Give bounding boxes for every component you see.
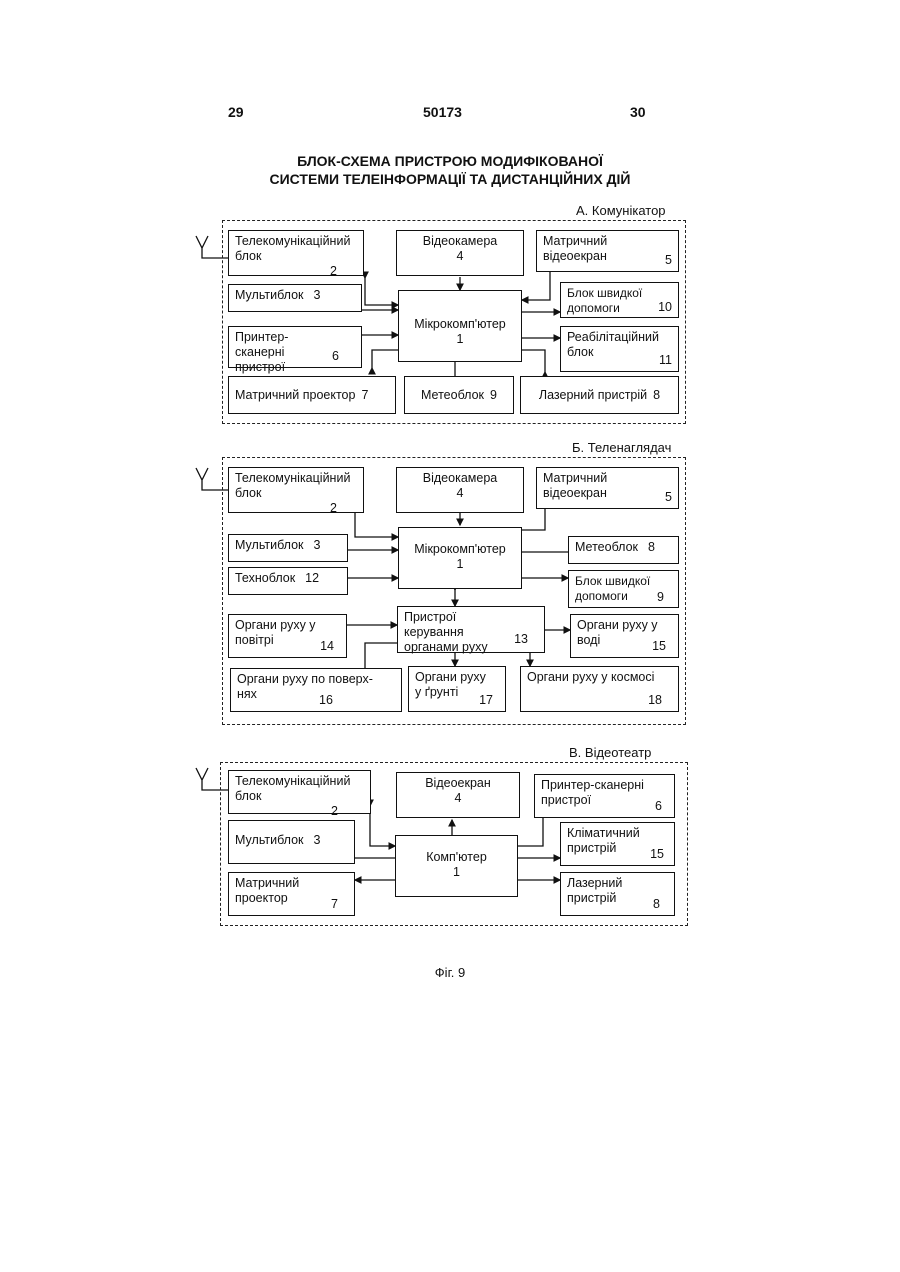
block-label: Принтер-сканерні пристрої (541, 778, 668, 808)
section-b-label: Б. Теленаглядач (570, 440, 673, 455)
block-number: 8 (648, 540, 655, 555)
block-label: Мультиблок (235, 538, 304, 552)
motion-control-block: Пристрої керування органами руху 13 (397, 606, 545, 653)
block-number: 5 (665, 253, 672, 268)
block-label: Комп'ютер (402, 850, 511, 865)
climate-device-block: Кліматичний пристрій 15 (560, 822, 675, 866)
block-label: Матричний відеоекран (543, 471, 672, 501)
laser-device-block: Лазерний пристрій 8 (520, 376, 679, 414)
block-label: Телекомунікаційний блок (235, 234, 357, 264)
block-number: 12 (305, 571, 319, 586)
printer-scanner-block: Принтер-сканерні пристрої 6 (534, 774, 675, 818)
block-number: 3 (314, 833, 321, 848)
block-number: 2 (235, 264, 357, 279)
block-label: Органи руху у космосі (527, 670, 672, 685)
block-number: 9 (490, 388, 497, 403)
block-label: Мікрокомп'ютер (405, 542, 515, 557)
block-number: 13 (514, 632, 528, 647)
section-c-label: В. Відеотеатр (567, 745, 653, 760)
block-label: Відеоекран (403, 776, 513, 791)
block-number: 3 (314, 538, 321, 553)
block-number: 7 (331, 897, 338, 912)
matrix-projector-block: Матричний проектор 7 (228, 376, 396, 414)
block-label: Телекомунікаційний блок (235, 774, 364, 804)
video-screen-block: Відеоекран 4 (396, 772, 520, 818)
multiblock: Мультиблок 3 (228, 284, 362, 312)
first-aid-block: Блок швидкої допомоги 9 (568, 570, 679, 608)
telecom-block: Телекомунікаційний блок 2 (228, 770, 371, 814)
telecom-block: Телекомунікаційний блок 2 (228, 467, 364, 513)
block-number: 10 (658, 300, 672, 315)
block-label: Органи руху по поверх-нях (237, 672, 395, 702)
meteo-block: Метеоблок 8 (568, 536, 679, 564)
block-label: Метеоблок (421, 388, 484, 402)
block-number: 8 (653, 897, 660, 912)
block-label: Мультиблок (235, 833, 304, 847)
block-label: Метеоблок (575, 540, 638, 554)
block-label: Відеокамера (403, 471, 517, 486)
matrix-projector-block: Матричний проектор 7 (228, 872, 355, 916)
meteo-block: Метеоблок 9 (404, 376, 514, 414)
camera-block: Відеокамера 4 (396, 230, 524, 276)
water-motion-block: Органи руху у воді 15 (570, 614, 679, 658)
block-label: Блок швидкої допомоги (567, 286, 672, 316)
space-motion-block: Органи руху у космосі 18 (520, 666, 679, 712)
section-a-label: А. Комунікатор (574, 203, 668, 218)
surface-motion-block: Органи руху по поверх-нях 16 (230, 668, 402, 712)
block-number: 16 (319, 693, 333, 708)
block-label: Техноблок (235, 571, 295, 585)
block-label: Лазерний пристрій (539, 388, 647, 402)
block-label: Реабілітаційний блок (567, 330, 672, 360)
computer-block: Комп'ютер 1 (395, 835, 518, 897)
ground-motion-block: Органи руху у ґрунті 17 (408, 666, 506, 712)
block-number: 5 (665, 490, 672, 505)
block-number: 6 (655, 799, 662, 814)
block-label: Матричний відеоекран (543, 234, 672, 264)
block-number: 15 (652, 639, 666, 654)
multiblock: Мультиблок 3 (228, 820, 355, 864)
block-number: 1 (402, 865, 511, 880)
block-number: 18 (648, 693, 662, 708)
multiblock: Мультиблок 3 (228, 534, 348, 562)
microcomputer-block: Мікрокомп'ютер 1 (398, 290, 522, 362)
figure-caption: Фіг. 9 (0, 965, 900, 980)
block-number: 4 (403, 486, 517, 501)
air-motion-block: Органи руху у повітрі 14 (228, 614, 347, 658)
block-number: 3 (314, 288, 321, 303)
telecom-block: Телекомунікаційний блок 2 (228, 230, 364, 276)
block-number: 15 (650, 847, 664, 862)
block-number: 1 (405, 557, 515, 572)
printer-scanner-block: Принтер-сканерні пристрої 6 (228, 326, 362, 368)
block-label: Телекомунікаційний блок (235, 471, 357, 501)
techblock: Техноблок 12 (228, 567, 348, 595)
microcomputer-block: Мікрокомп'ютер 1 (398, 527, 522, 589)
block-number: 6 (332, 349, 339, 364)
block-number: 2 (235, 501, 357, 516)
block-number: 7 (361, 388, 368, 403)
first-aid-block: Блок швидкої допомоги 10 (560, 282, 679, 318)
block-label: Мікрокомп'ютер (405, 317, 515, 332)
block-label: Відеокамера (403, 234, 517, 249)
block-number: 2 (235, 804, 364, 819)
rehabilitation-block: Реабілітаційний блок 11 (560, 326, 679, 372)
block-label: Матричний проектор (235, 388, 355, 402)
block-number: 4 (403, 249, 517, 264)
block-number: 9 (657, 590, 664, 605)
block-number: 17 (479, 693, 493, 708)
block-label: Мультиблок (235, 288, 304, 302)
block-number: 4 (403, 791, 513, 806)
block-number: 11 (659, 353, 672, 368)
matrix-screen-block: Матричний відеоекран 5 (536, 467, 679, 509)
block-number: 14 (320, 639, 334, 654)
block-number: 8 (653, 388, 660, 403)
camera-block: Відеокамера 4 (396, 467, 524, 513)
block-number: 1 (405, 332, 515, 347)
laser-device-block: Лазерний пристрій 8 (560, 872, 675, 916)
matrix-screen-block: Матричний відеоекран 5 (536, 230, 679, 272)
